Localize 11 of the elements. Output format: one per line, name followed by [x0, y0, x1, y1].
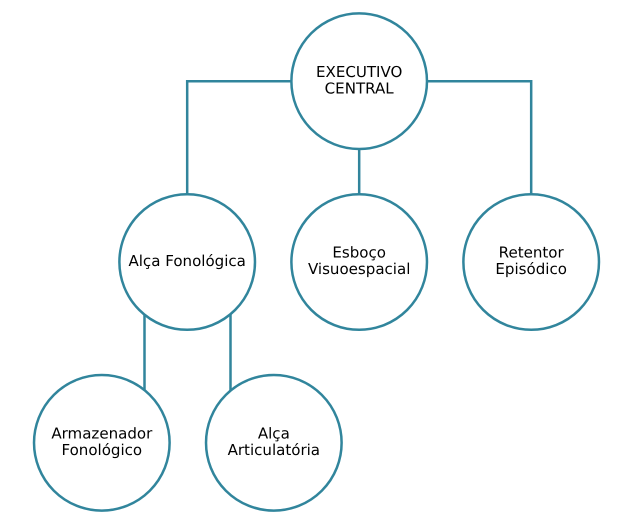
node-circle: EXECUTIVO CENTRAL	[290, 12, 428, 150]
connector	[186, 80, 292, 194]
node-circle: Retentor Episódico	[462, 192, 600, 332]
connector	[143, 314, 146, 390]
node-circle: Alça Fonológica	[118, 192, 256, 332]
connector	[358, 149, 360, 194]
node-circle: Esboço Visuoespacial	[290, 192, 428, 332]
connector	[229, 314, 232, 391]
node-circle: Alça Articulatória	[204, 374, 343, 512]
connector	[427, 80, 532, 194]
node-circle: Armazenador Fonológico	[32, 374, 171, 512]
